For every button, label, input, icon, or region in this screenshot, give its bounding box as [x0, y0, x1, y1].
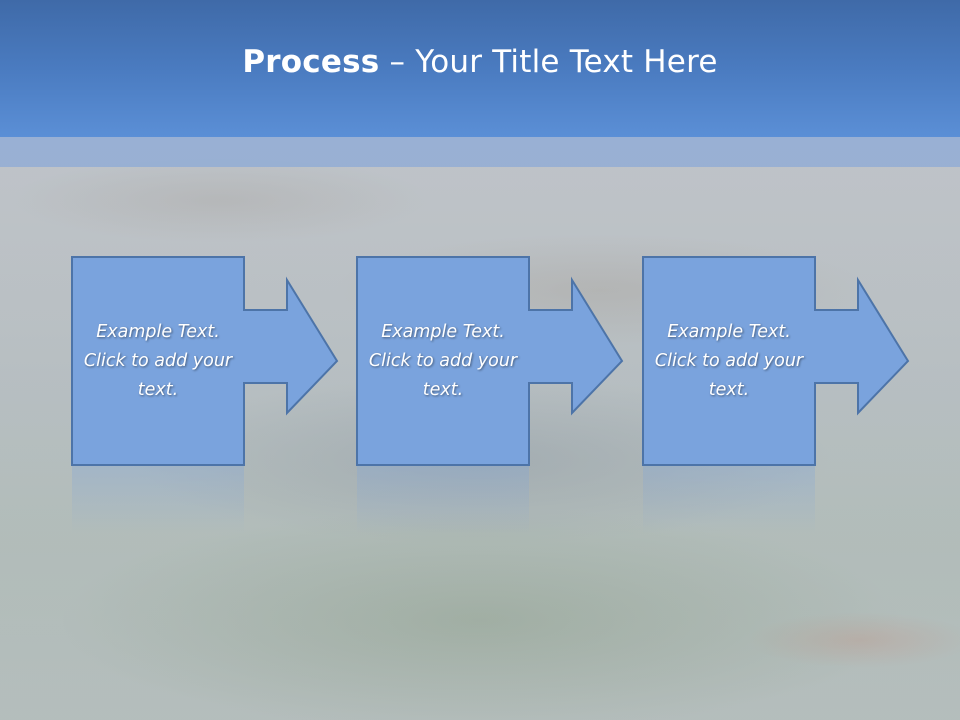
step-3-text[interactable]: Example Text. Click to add your text.	[654, 321, 804, 400]
step-1-text[interactable]: Example Text. Click to add your text.	[83, 321, 233, 400]
step-1-arrow-shape[interactable]	[71, 256, 339, 466]
title-strip	[0, 137, 960, 167]
step-2-arrow-shape[interactable]	[356, 256, 624, 466]
slide-title[interactable]: Process – Your Title Text Here	[242, 44, 717, 80]
step-3-reflection	[643, 466, 815, 534]
title-bold-part: Process	[242, 43, 380, 80]
step-3-arrow-shape[interactable]	[642, 256, 910, 466]
step-2-reflection	[357, 466, 529, 534]
title-rest-part: – Your Title Text Here	[379, 43, 718, 80]
title-bar: Process – Your Title Text Here	[0, 0, 960, 137]
step-2-text[interactable]: Example Text. Click to add your text.	[368, 321, 518, 400]
step-1-reflection	[72, 466, 244, 534]
